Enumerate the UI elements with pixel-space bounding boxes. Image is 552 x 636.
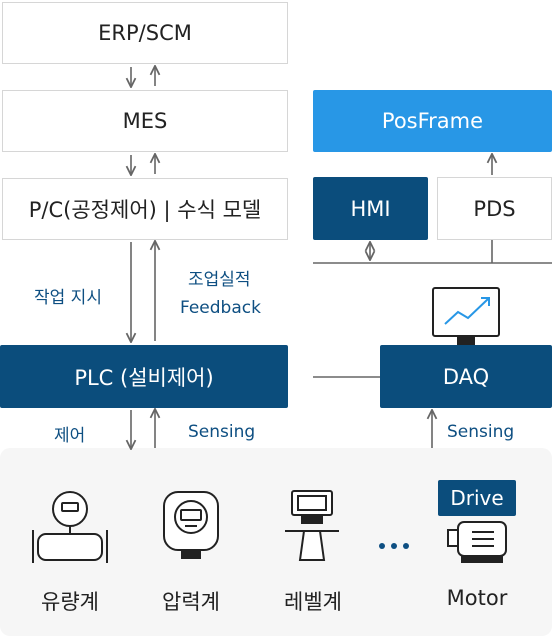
mes-box: MES xyxy=(2,90,288,152)
level-meter-label: 레벨계 xyxy=(284,590,342,614)
process-control-box: P/C(공정제어) | 수식 모델 xyxy=(2,178,288,240)
erp-scm-box: ERP/SCM xyxy=(2,2,288,64)
process-control-label: P/C(공정제어) | 수식 모델 xyxy=(28,198,262,222)
pds-label: PDS xyxy=(473,196,516,221)
pressure-gauge-label: 압력계 xyxy=(162,590,220,614)
mes-label: MES xyxy=(122,109,168,133)
drive-badge: Drive xyxy=(438,480,516,516)
control-label: 제어 xyxy=(54,426,86,446)
sensing-right-label: Sensing xyxy=(447,422,515,442)
drive-badge-label: Drive xyxy=(450,486,504,510)
daq-box: DAQ xyxy=(380,345,552,408)
feedback-en-label: Feedback xyxy=(180,298,261,318)
feedback-ko-label: 조업실적 xyxy=(188,270,251,290)
plc-box: PLC (설비제어) xyxy=(0,345,288,408)
hmi-box: HMI xyxy=(313,177,428,240)
flowmeter-label: 유량계 xyxy=(41,590,99,614)
sensing-left-label: Sensing xyxy=(188,422,256,442)
monitor-icon xyxy=(432,287,500,345)
level-meter-icon xyxy=(285,490,339,561)
daq-label: DAQ xyxy=(442,364,490,389)
posframe-label: PosFrame xyxy=(381,109,484,133)
pressure-gauge-icon xyxy=(163,491,219,559)
ellipsis-dots xyxy=(379,543,409,549)
work-order-label: 작업 지시 xyxy=(34,288,102,308)
hmi-label: HMI xyxy=(350,196,391,221)
posframe-box: PosFrame xyxy=(313,90,552,152)
motor-icon xyxy=(447,521,507,563)
pds-box: PDS xyxy=(437,177,552,240)
flowmeter-icon xyxy=(32,491,108,563)
motor-label: Motor xyxy=(446,586,508,610)
plc-label: PLC (설비제어) xyxy=(74,365,214,390)
erp-scm-label: ERP/SCM xyxy=(98,21,192,45)
